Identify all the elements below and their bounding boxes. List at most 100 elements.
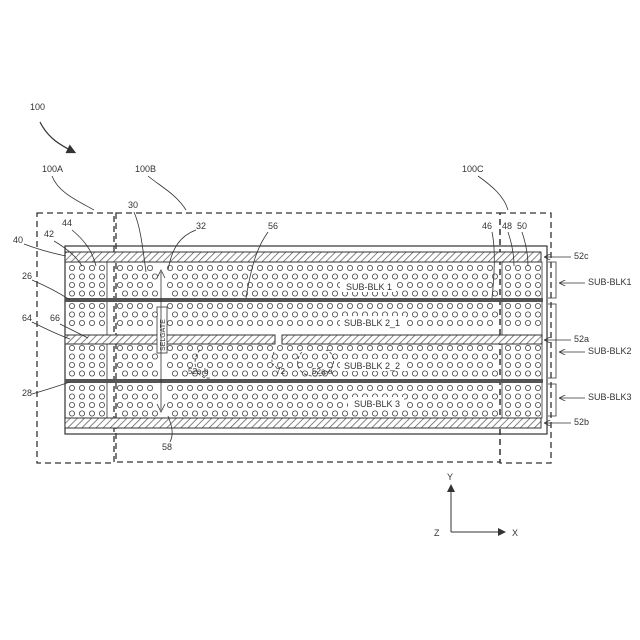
memory-hole: [192, 411, 197, 416]
memory-hole: [152, 291, 157, 296]
memory-hole: [287, 320, 292, 325]
memory-hole: [467, 362, 472, 367]
memory-hole: [392, 371, 397, 376]
memory-hole: [137, 402, 142, 407]
memory-hole: [132, 371, 137, 376]
inner-label-sub-blk-1: SUB-BLK 1: [346, 282, 392, 292]
memory-hole: [137, 303, 142, 308]
memory-hole: [177, 303, 182, 308]
memory-hole: [452, 411, 457, 416]
memory-hole: [437, 265, 442, 270]
memory-hole: [515, 402, 520, 407]
memory-hole: [267, 320, 272, 325]
memory-hole: [357, 345, 362, 350]
memory-hole: [312, 354, 317, 359]
memory-hole: [152, 312, 157, 317]
memory-hole: [292, 371, 297, 376]
memory-hole: [79, 303, 84, 308]
memory-hole: [317, 320, 322, 325]
memory-hole: [152, 274, 157, 279]
memory-hole: [69, 371, 74, 376]
ref-26-top-leader: [32, 280, 70, 300]
memory-hole: [69, 354, 74, 359]
memory-hole: [472, 411, 477, 416]
memory-hole: [467, 265, 472, 270]
memory-hole: [232, 312, 237, 317]
memory-hole: [357, 265, 362, 270]
memory-hole: [242, 354, 247, 359]
memory-hole: [422, 371, 427, 376]
memory-hole: [217, 345, 222, 350]
memory-hole: [407, 402, 412, 407]
memory-hole: [187, 303, 192, 308]
memory-hole: [427, 385, 432, 390]
memory-hole: [277, 402, 282, 407]
memory-hole: [167, 303, 172, 308]
ref-32: 32: [196, 221, 206, 231]
memory-hole: [477, 345, 482, 350]
memory-hole: [69, 320, 74, 325]
memory-hole: [132, 274, 137, 279]
memory-hole: [472, 394, 477, 399]
memory-hole: [352, 274, 357, 279]
memory-hole: [177, 265, 182, 270]
memory-hole: [482, 371, 487, 376]
memory-hole: [535, 394, 540, 399]
memory-hole: [505, 362, 510, 367]
memory-hole: [89, 274, 94, 279]
memory-hole: [89, 303, 94, 308]
memory-hole: [487, 402, 492, 407]
memory-hole: [322, 312, 327, 317]
memory-hole: [535, 371, 540, 376]
memory-hole: [337, 345, 342, 350]
device-ref-arrow: [40, 122, 74, 152]
memory-hole: [377, 303, 382, 308]
memory-hole: [492, 312, 497, 317]
memory-hole: [167, 362, 172, 367]
memory-hole: [367, 303, 372, 308]
memory-hole: [99, 303, 104, 308]
memory-hole: [452, 394, 457, 399]
memory-hole: [177, 345, 182, 350]
memory-hole: [407, 282, 412, 287]
memory-hole: [492, 354, 497, 359]
memory-hole: [217, 320, 222, 325]
memory-hole: [247, 320, 252, 325]
memory-hole: [535, 354, 540, 359]
memory-hole: [352, 371, 357, 376]
memory-hole: [132, 394, 137, 399]
memory-hole: [427, 303, 432, 308]
memory-hole: [317, 402, 322, 407]
memory-hole: [397, 282, 402, 287]
memory-hole: [217, 385, 222, 390]
memory-hole: [257, 345, 262, 350]
memory-hole: [457, 345, 462, 350]
memory-hole: [242, 394, 247, 399]
ref-52a-right: 52a: [574, 334, 589, 344]
memory-hole: [132, 354, 137, 359]
memory-hole: [432, 371, 437, 376]
memory-hole: [277, 320, 282, 325]
memory-hole: [167, 282, 172, 287]
slit-52a-right: [282, 335, 542, 344]
memory-hole: [142, 411, 147, 416]
memory-hole: [262, 394, 267, 399]
memory-hole: [89, 394, 94, 399]
memory-hole: [257, 265, 262, 270]
memory-hole: [137, 385, 142, 390]
ref-50: 50: [517, 221, 527, 231]
memory-hole: [525, 411, 530, 416]
memory-hole: [227, 402, 232, 407]
memory-hole: [422, 312, 427, 317]
memory-hole: [515, 354, 520, 359]
memory-hole: [177, 362, 182, 367]
memory-hole: [302, 291, 307, 296]
memory-hole: [525, 354, 530, 359]
memory-hole: [422, 411, 427, 416]
memory-hole: [147, 282, 152, 287]
memory-hole: [177, 385, 182, 390]
memory-hole: [407, 320, 412, 325]
memory-hole: [307, 282, 312, 287]
memory-hole: [347, 345, 352, 350]
memory-hole: [172, 354, 177, 359]
